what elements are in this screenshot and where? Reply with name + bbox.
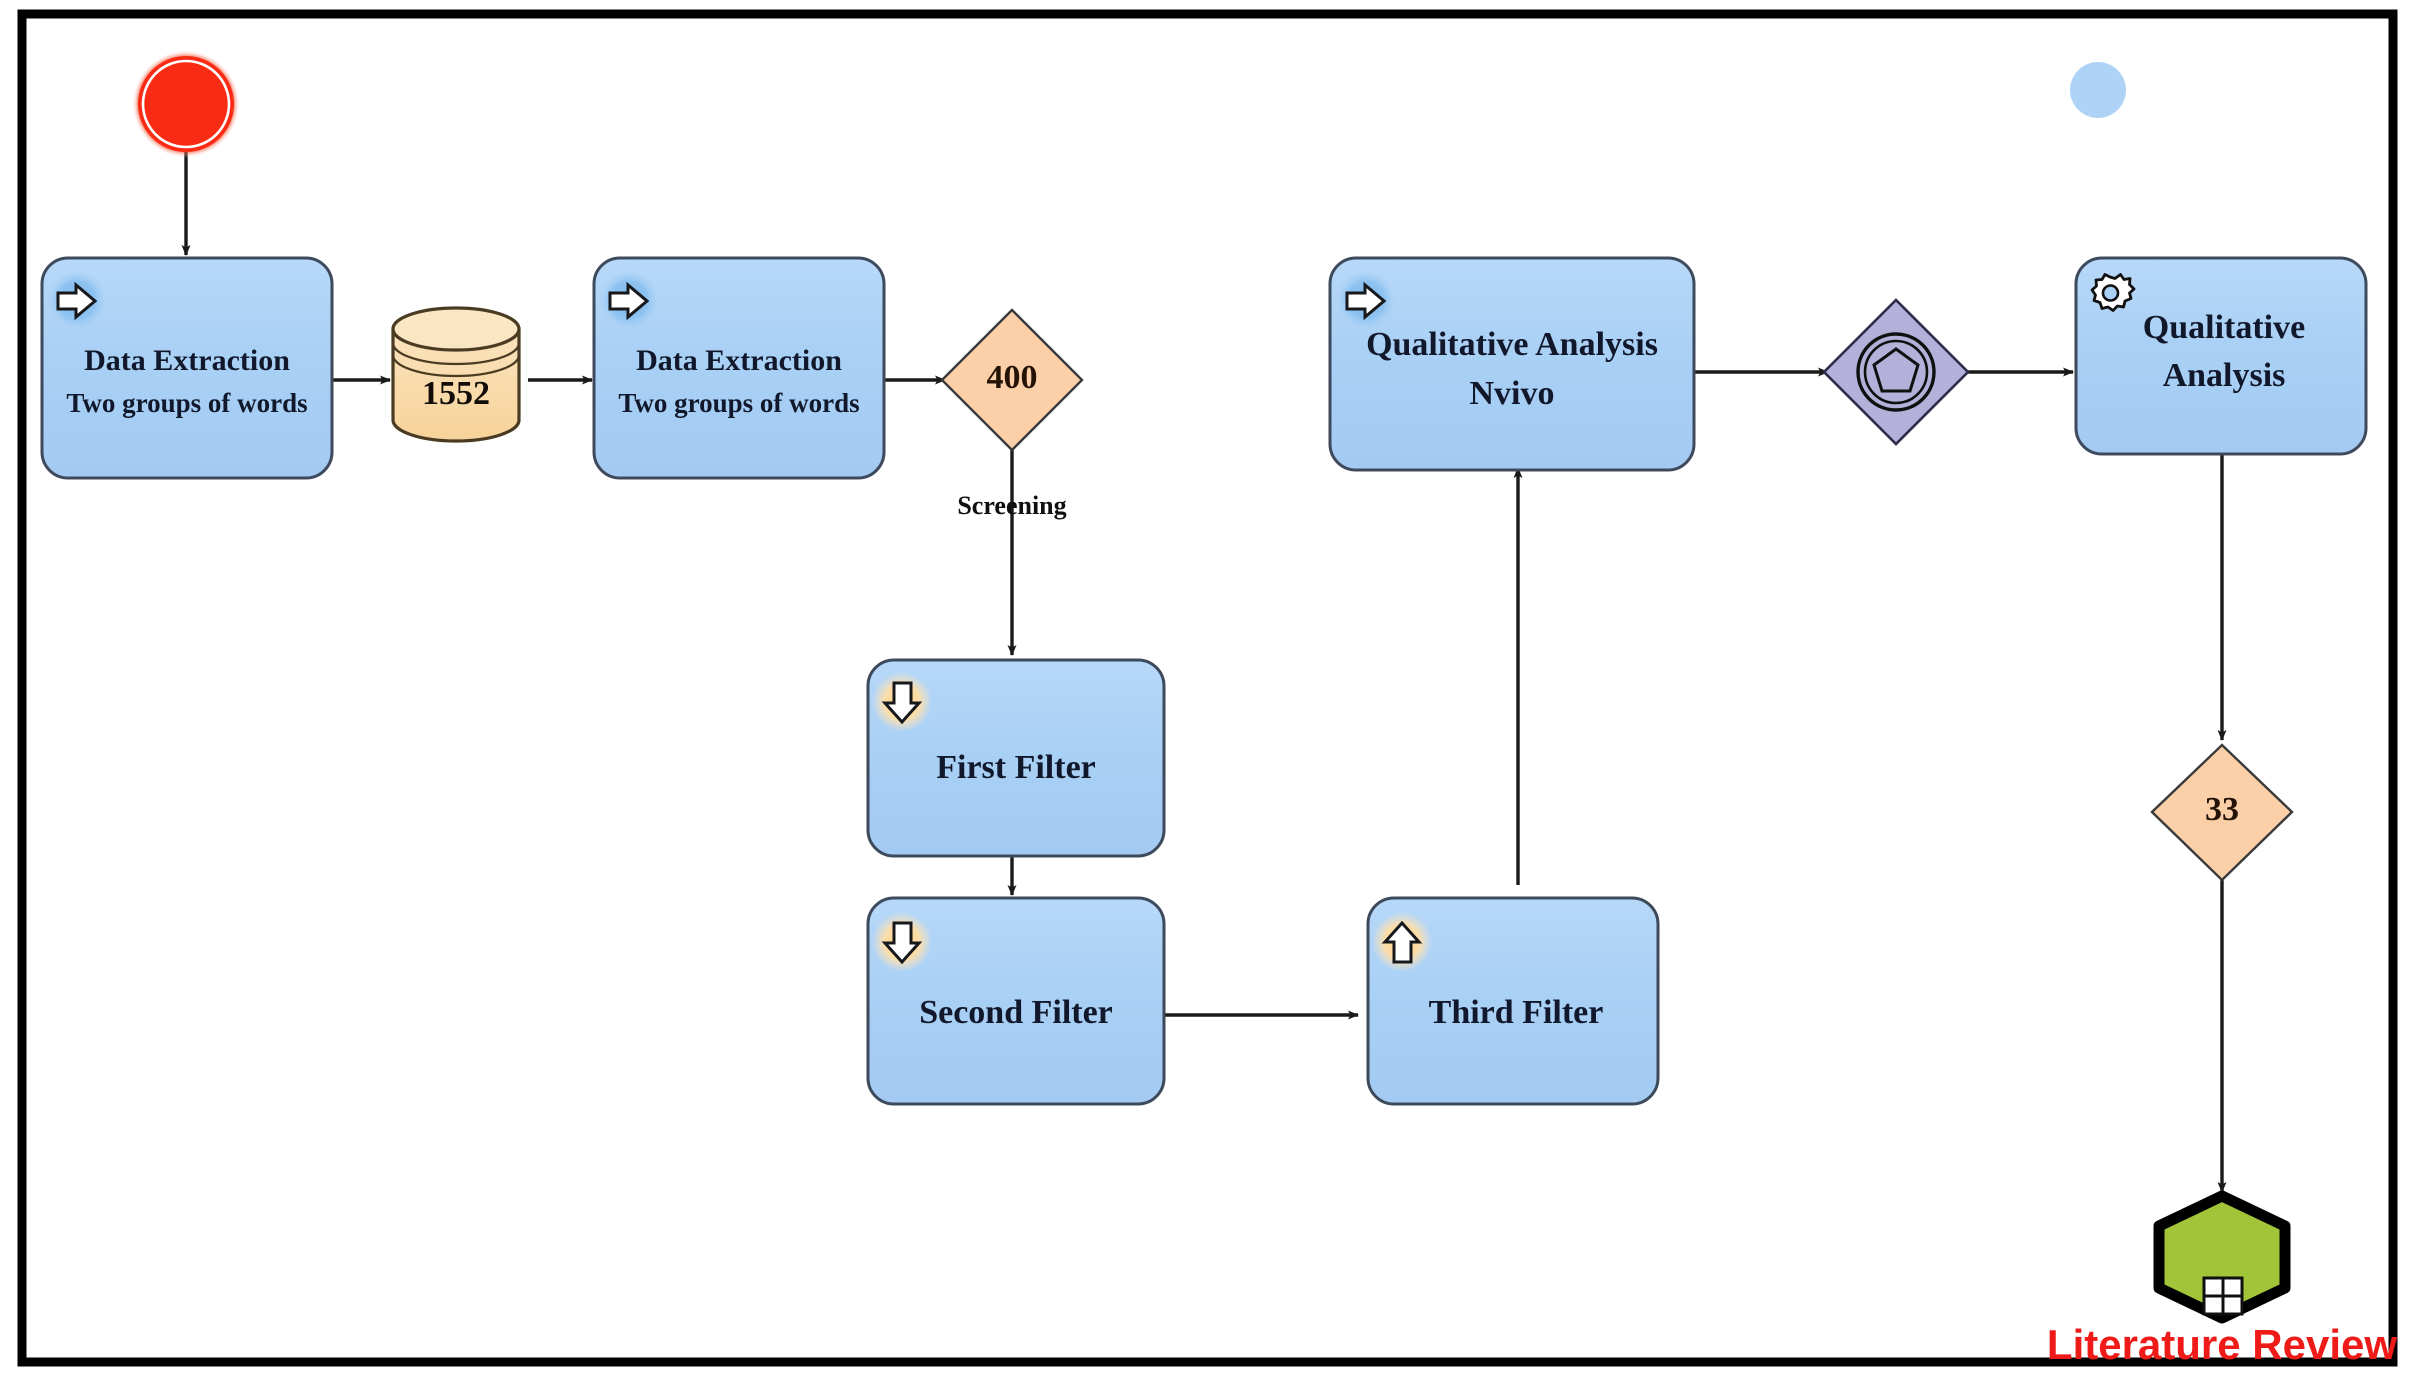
database-ring-1 [391,342,521,366]
task-box [2074,256,2368,456]
gateway-value: 33 [2205,791,2239,828]
diagram-frame [17,9,2398,1367]
task-label-line1: Qualitative [2143,309,2305,346]
task-data-extraction-2[interactable]: Data Extraction Two groups of words [592,256,886,480]
task-box [1366,896,1660,1106]
arrow-up-icon [1381,920,1423,964]
task-label-line2: Two groups of words [618,388,859,418]
gateway-diamond [2150,743,2294,882]
task-box [1328,256,1696,472]
edge-label-screening: Screening [957,491,1066,520]
datastore-value: 1552 [422,375,490,412]
pentagon-double-circle-icon [1872,347,1920,393]
gateway-outer-circle [1856,332,1936,412]
task-label: Second Filter [919,994,1113,1031]
task-box [866,658,1166,858]
task-label-line1: Data Extraction [636,344,842,377]
send-arrow-icon [608,281,650,321]
terminate-circle-icon [141,59,231,149]
task-first-filter[interactable]: First Filter [866,658,1166,858]
task-label-line2: Nvivo [1470,375,1555,412]
task-box [40,256,334,480]
task-label-line1: Data Extraction [84,344,290,377]
arrow-down-icon [881,921,923,965]
arrow-down-icon [881,681,923,725]
send-arrow-icon [56,281,98,321]
task-label: Third Filter [1429,994,1604,1031]
task-label-line2: Analysis [2163,357,2286,394]
task-qualitative-analysis-nvivo[interactable]: Qualitative Analysis Nvivo [1328,256,1696,472]
gateway-inner-circle [1863,339,1929,405]
task-box [866,896,1166,1106]
event-based-gateway[interactable] [1822,298,1970,446]
end-event-hexagon [2153,1190,2291,1324]
gear-icon [2090,273,2136,312]
task-label-line2: Two groups of words [66,388,307,418]
database-body [391,327,521,443]
end-event-label: Literature Review [2047,1321,2397,1368]
decorative-dot [2070,62,2126,118]
task-data-extraction-1[interactable]: Data Extraction Two groups of words [40,256,334,480]
gateway-diamond [940,308,1084,452]
database-ring-2 [391,354,521,378]
gateway-value: 400 [987,359,1038,396]
task-third-filter[interactable]: Third Filter [1366,896,1660,1106]
task-qualitative-analysis[interactable]: Qualitative Analysis [2074,256,2368,456]
start-event[interactable] [132,50,240,158]
task-label-line1: Qualitative Analysis [1366,326,1658,363]
connectors-layer [181,152,2227,1193]
database-icon [391,306,521,352]
end-event[interactable]: Literature Review [2047,1190,2397,1368]
task-second-filter[interactable]: Second Filter [866,896,1166,1106]
gateway-33[interactable]: 33 [2150,743,2294,882]
task-box [592,256,886,480]
task-label: First Filter [936,749,1096,786]
gateway-diamond [1822,298,1970,446]
start-event-circle [138,56,234,152]
send-arrow-icon [1345,281,1387,321]
gateway-400[interactable]: 400 [940,308,1084,452]
data-store-1552[interactable]: 1552 [391,306,521,443]
